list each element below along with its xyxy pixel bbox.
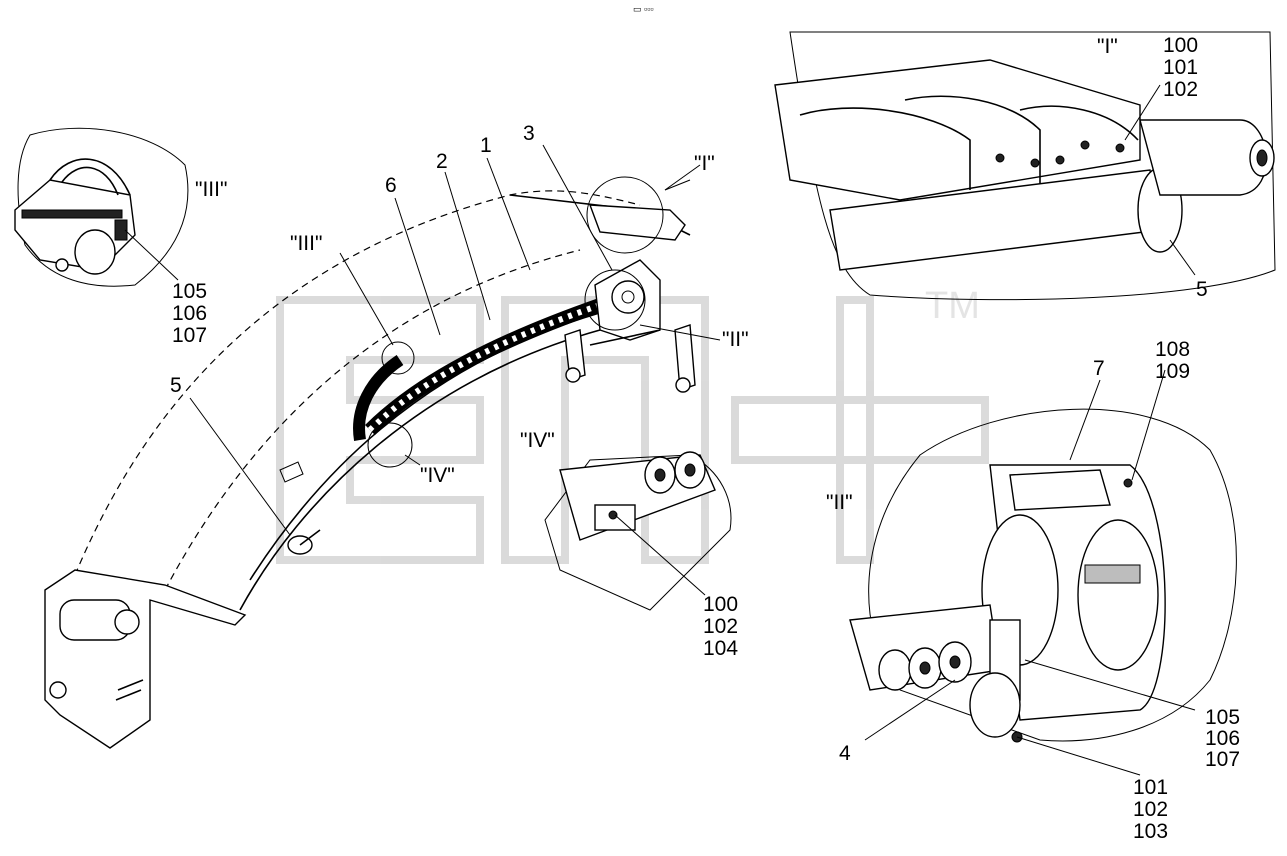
inset-III-107: 107 — [172, 324, 207, 347]
inset-IV-title: "IV" — [520, 429, 555, 452]
callout-6: 6 — [385, 174, 397, 197]
boom-inner-edge — [164, 249, 581, 591]
main-leader-lines — [189, 144, 721, 536]
callout-view-I: "I" — [694, 152, 715, 175]
callout-view-IV: "IV" — [420, 464, 455, 487]
inset-view-III: "III" 105 106 107 — [14, 127, 227, 347]
boom-base-bracket — [44, 569, 247, 749]
watermark: TM — [276, 285, 989, 564]
inset-view-I: "I" 100 101 102 5 — [774, 31, 1276, 301]
inset-II-101: 101 — [1133, 776, 1168, 799]
inset-I-100: 100 — [1163, 34, 1198, 57]
cable-drag-chain — [365, 298, 603, 435]
inset-III-title: "III" — [195, 178, 227, 201]
callout-view-III: "III" — [290, 232, 322, 255]
callout-3: 3 — [523, 122, 535, 145]
inset-view-IV: "IV" 100 102 104 — [520, 429, 738, 660]
inset-II-102: 102 — [1133, 798, 1168, 821]
inset-II-4: 4 — [839, 742, 851, 765]
detail-circle-III — [381, 341, 415, 375]
detail-circle-II — [584, 269, 646, 331]
inset-II-7: 7 — [1093, 357, 1105, 380]
inset-I-title: "I" — [1097, 35, 1118, 58]
inset-I-101: 101 — [1163, 56, 1198, 79]
inset-II-105: 105 — [1205, 706, 1240, 729]
inset-view-II: 7 108 109 "II" 4 105 106 107 101 102 103 — [826, 338, 1240, 843]
callout-2: 2 — [436, 150, 448, 173]
top-pivot-bracket — [588, 204, 686, 241]
callout-5: 5 — [170, 374, 182, 397]
inset-IV-104: 104 — [703, 637, 738, 660]
inset-III-105: 105 — [172, 280, 207, 303]
inset-I-102: 102 — [1163, 78, 1198, 101]
inset-II-title: "II" — [826, 491, 853, 514]
main-boom-assembly — [44, 176, 696, 749]
detail-circle-IV — [367, 422, 413, 468]
inset-IV-100: 100 — [703, 593, 738, 616]
watermark-tm: TM — [925, 285, 980, 327]
boom-lower-edge — [239, 329, 601, 611]
inset-IV-102: 102 — [703, 615, 738, 638]
inset-II-109: 109 — [1155, 360, 1190, 383]
inset-I-5: 5 — [1196, 278, 1208, 301]
callout-view-II: "II" — [722, 328, 749, 351]
main-labels: 1 2 3 6 5 "I" "II" "III" "IV" — [170, 122, 749, 487]
header-small-mark: ▭ ▫▫▫ — [633, 4, 654, 14]
callout-1: 1 — [480, 134, 492, 157]
boom-outer-edge — [74, 190, 641, 576]
inset-III-106: 106 — [172, 302, 207, 325]
inset-II-108: 108 — [1155, 338, 1190, 361]
detail-circle-I — [586, 176, 664, 254]
inset-II-106: 106 — [1205, 727, 1240, 750]
inset-II-103: 103 — [1133, 820, 1168, 843]
inset-II-107: 107 — [1205, 748, 1240, 771]
